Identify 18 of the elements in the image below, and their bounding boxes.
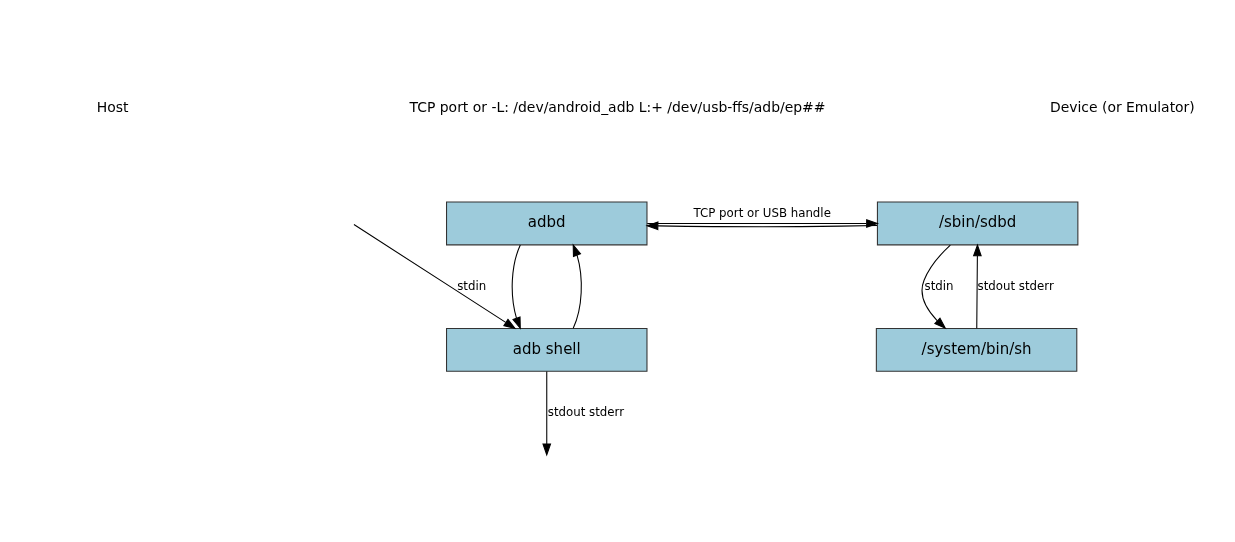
label: Host xyxy=(96,98,129,115)
node-box: /sbin/sdbd xyxy=(876,200,1079,245)
label: TCP port or -L: /dev/android_adb L:+ /dev/usb-ffs/adb/ep## xyxy=(409,98,826,115)
node-box: adb shell xyxy=(446,327,648,372)
arrow xyxy=(542,370,552,456)
label: Device (or Emulator) xyxy=(1049,98,1195,115)
edge-label: stdin xyxy=(457,278,487,293)
arrow xyxy=(921,244,951,329)
node-box: adbd xyxy=(446,200,648,245)
arrow xyxy=(572,243,582,329)
edge-label: stdout stderr xyxy=(977,278,1054,293)
edge-label: stdout stderr xyxy=(547,404,624,419)
arrow xyxy=(353,223,517,329)
edge-label: TCP port or USB handle xyxy=(693,205,831,220)
edge-label: stdin xyxy=(924,278,954,293)
node-box: /system/bin/sh xyxy=(875,327,1078,372)
arrow xyxy=(972,242,982,329)
arrow xyxy=(503,244,521,330)
